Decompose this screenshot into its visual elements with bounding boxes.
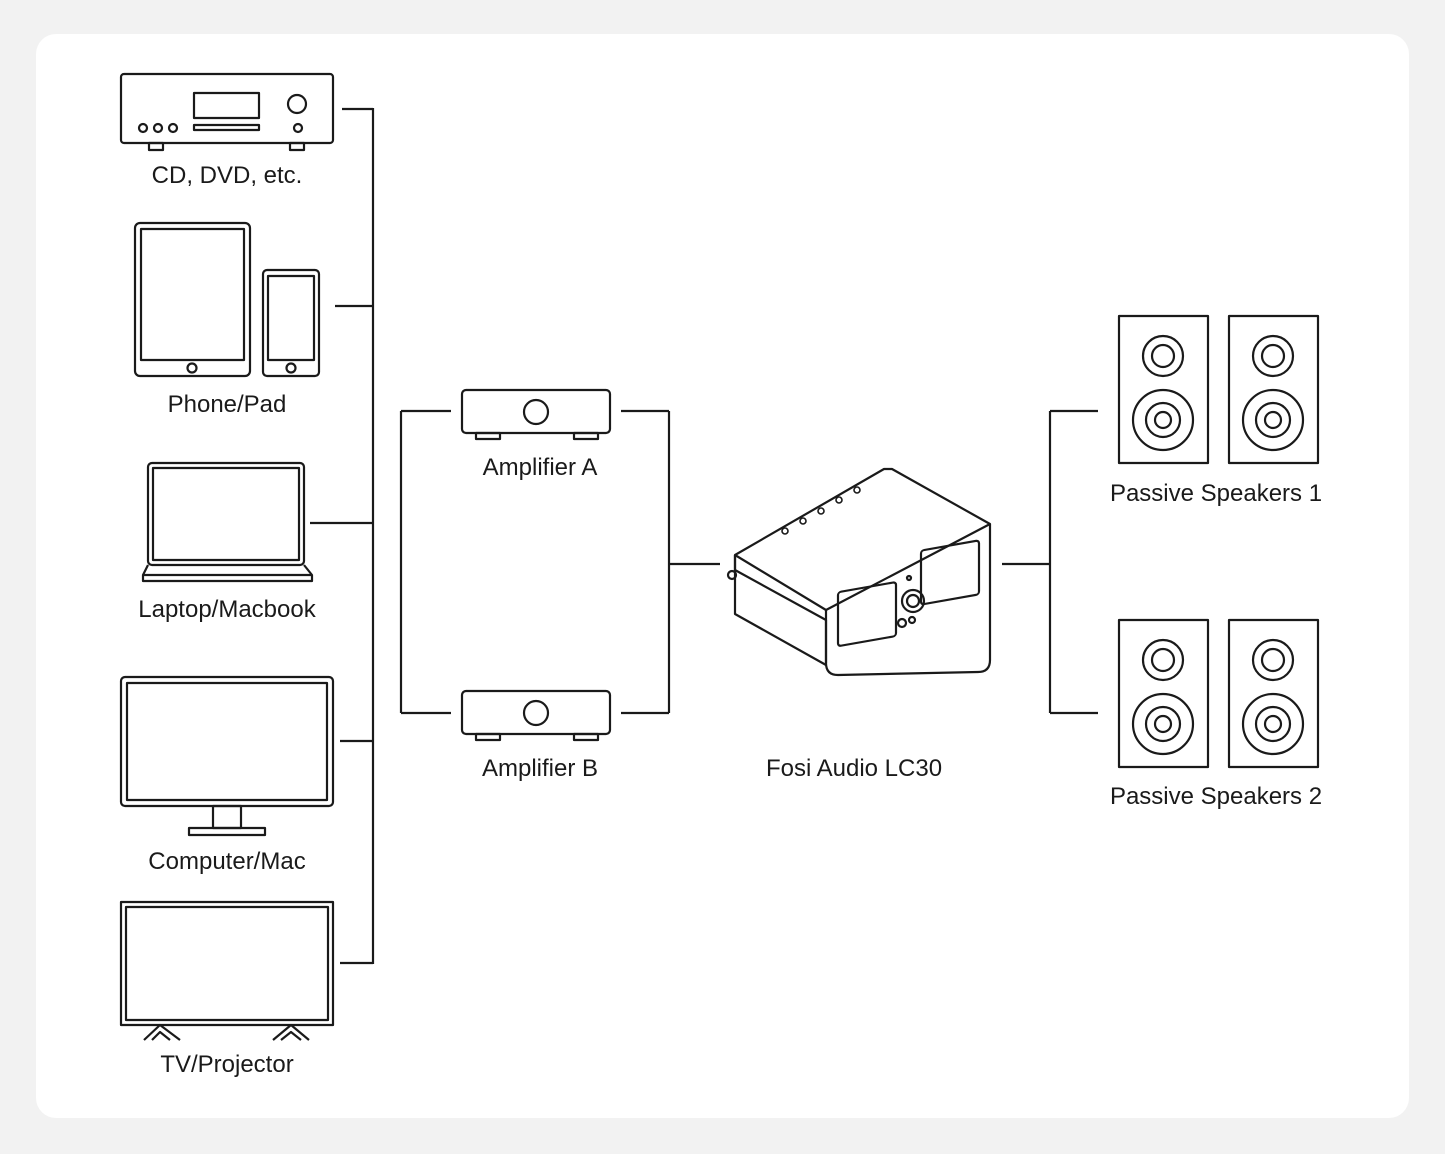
amplifier-a-label: Amplifier A	[482, 454, 598, 481]
amplifier-b-icon	[460, 689, 612, 742]
speaker-switcher-icon	[726, 467, 992, 677]
amplifier-input-lines	[399, 409, 451, 715]
output-label-speakers-2: Passive Speakers 2	[1109, 783, 1323, 810]
source-label-phone-pad: Phone/Pad	[167, 391, 287, 418]
monitor-icon	[119, 675, 335, 837]
source-label-tv: TV/Projector	[160, 1051, 294, 1078]
amplifier-a-icon	[460, 388, 612, 441]
source-label-laptop: Laptop/Macbook	[138, 596, 316, 623]
cd-dvd-player-icon	[119, 72, 335, 152]
hub-label: Fosi Audio LC30	[765, 755, 943, 782]
amplifier-output-lines	[621, 409, 720, 715]
output-label-speakers-1: Passive Speakers 1	[1109, 480, 1323, 507]
laptop-icon	[141, 461, 314, 583]
output-lines	[1002, 409, 1098, 715]
source-label-computer: Computer/Mac	[148, 848, 306, 875]
speaker-pair-2-icon	[1117, 618, 1320, 769]
tv-icon	[119, 900, 335, 1041]
amplifier-b-label: Amplifier B	[481, 755, 599, 782]
tablet-phone-icon	[133, 221, 321, 378]
source-label-cd-dvd: CD, DVD, etc.	[151, 162, 303, 189]
speaker-pair-1-icon	[1117, 314, 1320, 465]
source-bus-lines	[310, 107, 375, 965]
